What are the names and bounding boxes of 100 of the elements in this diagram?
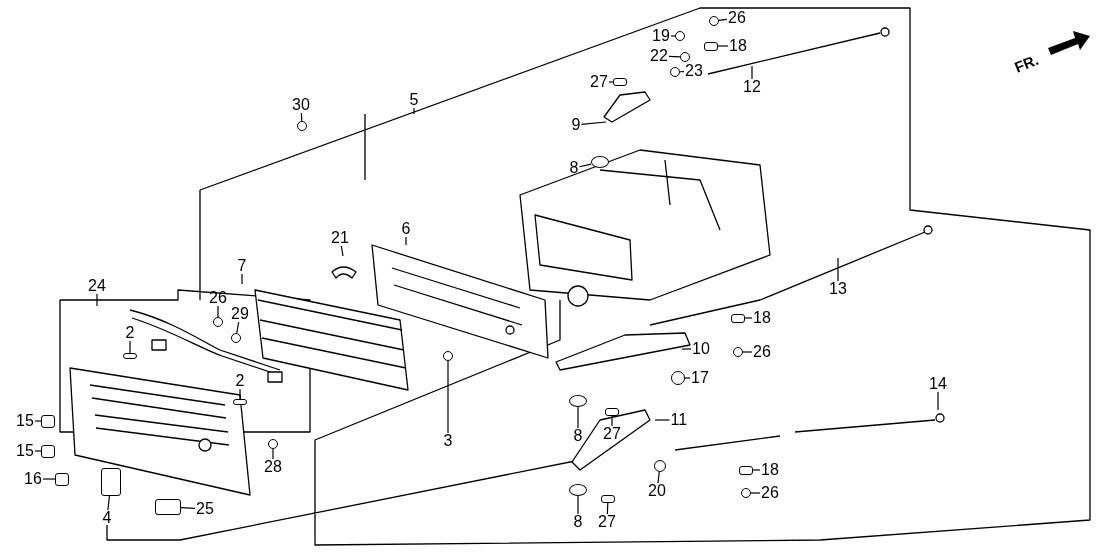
leader-line	[300, 112, 303, 122]
callout-number: 11	[669, 412, 689, 428]
leader-line	[679, 70, 685, 73]
leader-line	[657, 471, 660, 484]
cam-part	[569, 395, 587, 407]
callout-number: 5	[408, 92, 420, 108]
clip-part	[605, 408, 619, 416]
round-part	[268, 439, 278, 449]
round-part	[231, 333, 241, 343]
round-part	[680, 52, 690, 62]
clip-part	[41, 414, 55, 428]
clip-part	[55, 472, 69, 486]
callout-number: 10	[691, 341, 711, 357]
leader-line	[272, 448, 274, 460]
leader-line	[717, 45, 729, 47]
leader-line	[34, 420, 42, 422]
leader-line	[668, 55, 681, 58]
leader-line	[718, 18, 728, 21]
callout-number: 2	[124, 325, 136, 341]
callout-number: 26	[727, 10, 747, 26]
callout-number: 27	[602, 426, 622, 442]
clip-part	[101, 468, 121, 496]
callout-number: 28	[263, 459, 283, 475]
callout-number: 8	[572, 428, 584, 444]
callout-number: 29	[230, 306, 250, 322]
clip-part	[155, 499, 181, 515]
round-part	[709, 16, 719, 26]
leader-line	[42, 478, 56, 480]
leader-line	[34, 450, 42, 452]
callout-number: 18	[760, 462, 780, 478]
callout-number: 12	[742, 79, 762, 95]
clip-part	[123, 353, 137, 359]
leader-line	[405, 236, 407, 246]
callout-number: 7	[236, 258, 248, 274]
leader-line	[742, 351, 753, 353]
round-part	[671, 371, 685, 385]
leader-line	[413, 107, 415, 115]
clip-part	[233, 399, 247, 405]
leader-line	[241, 273, 243, 285]
leader-line	[608, 81, 614, 83]
callout-number: 23	[684, 63, 704, 79]
callout-number: 19	[651, 28, 671, 44]
callout-number: 25	[195, 501, 215, 517]
leader-line	[577, 495, 579, 515]
callout-number: 24	[87, 278, 107, 294]
callout-number: 15	[15, 443, 35, 459]
callout-number: 26	[208, 290, 228, 306]
leader-line	[239, 388, 241, 400]
round-part	[654, 460, 666, 472]
callout-number: 8	[568, 160, 580, 176]
round-part	[675, 31, 685, 41]
callout-number: 18	[752, 310, 772, 326]
callout-number: 2	[234, 373, 246, 389]
clip-part	[601, 495, 615, 503]
leader-line	[580, 121, 607, 126]
leader-line	[217, 305, 219, 318]
callout-number: 18	[728, 38, 748, 54]
leader-line	[744, 317, 753, 319]
round-part	[443, 351, 453, 361]
round-part	[733, 347, 743, 357]
leader-line	[447, 360, 449, 434]
round-part	[670, 67, 680, 77]
callout-number: 20	[647, 483, 667, 499]
callout-number: 15	[15, 413, 35, 429]
leader-line	[752, 469, 761, 471]
leader-line	[340, 245, 344, 257]
clip-part	[41, 444, 55, 458]
callout-number: 9	[570, 117, 582, 133]
clip-part	[739, 465, 753, 475]
callout-number: 14	[928, 376, 948, 392]
callout-number: 16	[23, 471, 43, 487]
round-part	[741, 488, 751, 498]
clip-part	[704, 41, 718, 51]
leader-line	[129, 340, 131, 354]
callout-number: 27	[589, 74, 609, 90]
leader-line	[180, 507, 196, 510]
front-direction-label: FR.	[1012, 50, 1041, 76]
leader-line	[654, 419, 671, 421]
leader-line	[837, 257, 839, 282]
callout-number: 30	[291, 97, 311, 113]
leader-line	[578, 163, 592, 168]
callout-number: 13	[828, 281, 848, 297]
leader-line	[236, 321, 240, 334]
callout-number: 8	[572, 514, 584, 530]
leader-line	[670, 35, 676, 37]
round-part	[213, 317, 223, 327]
leader-line	[96, 293, 98, 307]
callout-number: 3	[442, 433, 454, 449]
cam-part	[591, 156, 609, 168]
callout-number: 21	[330, 230, 350, 246]
leader-line	[107, 495, 111, 511]
leader-line	[577, 406, 579, 429]
leader-line	[750, 492, 761, 494]
clip-part	[731, 313, 745, 323]
leader-line	[681, 348, 692, 350]
cam-part	[569, 484, 587, 496]
callout-number: 4	[101, 510, 113, 526]
callout-number: 22	[649, 48, 669, 64]
callout-number: 27	[597, 514, 617, 530]
leader-line	[937, 391, 939, 411]
